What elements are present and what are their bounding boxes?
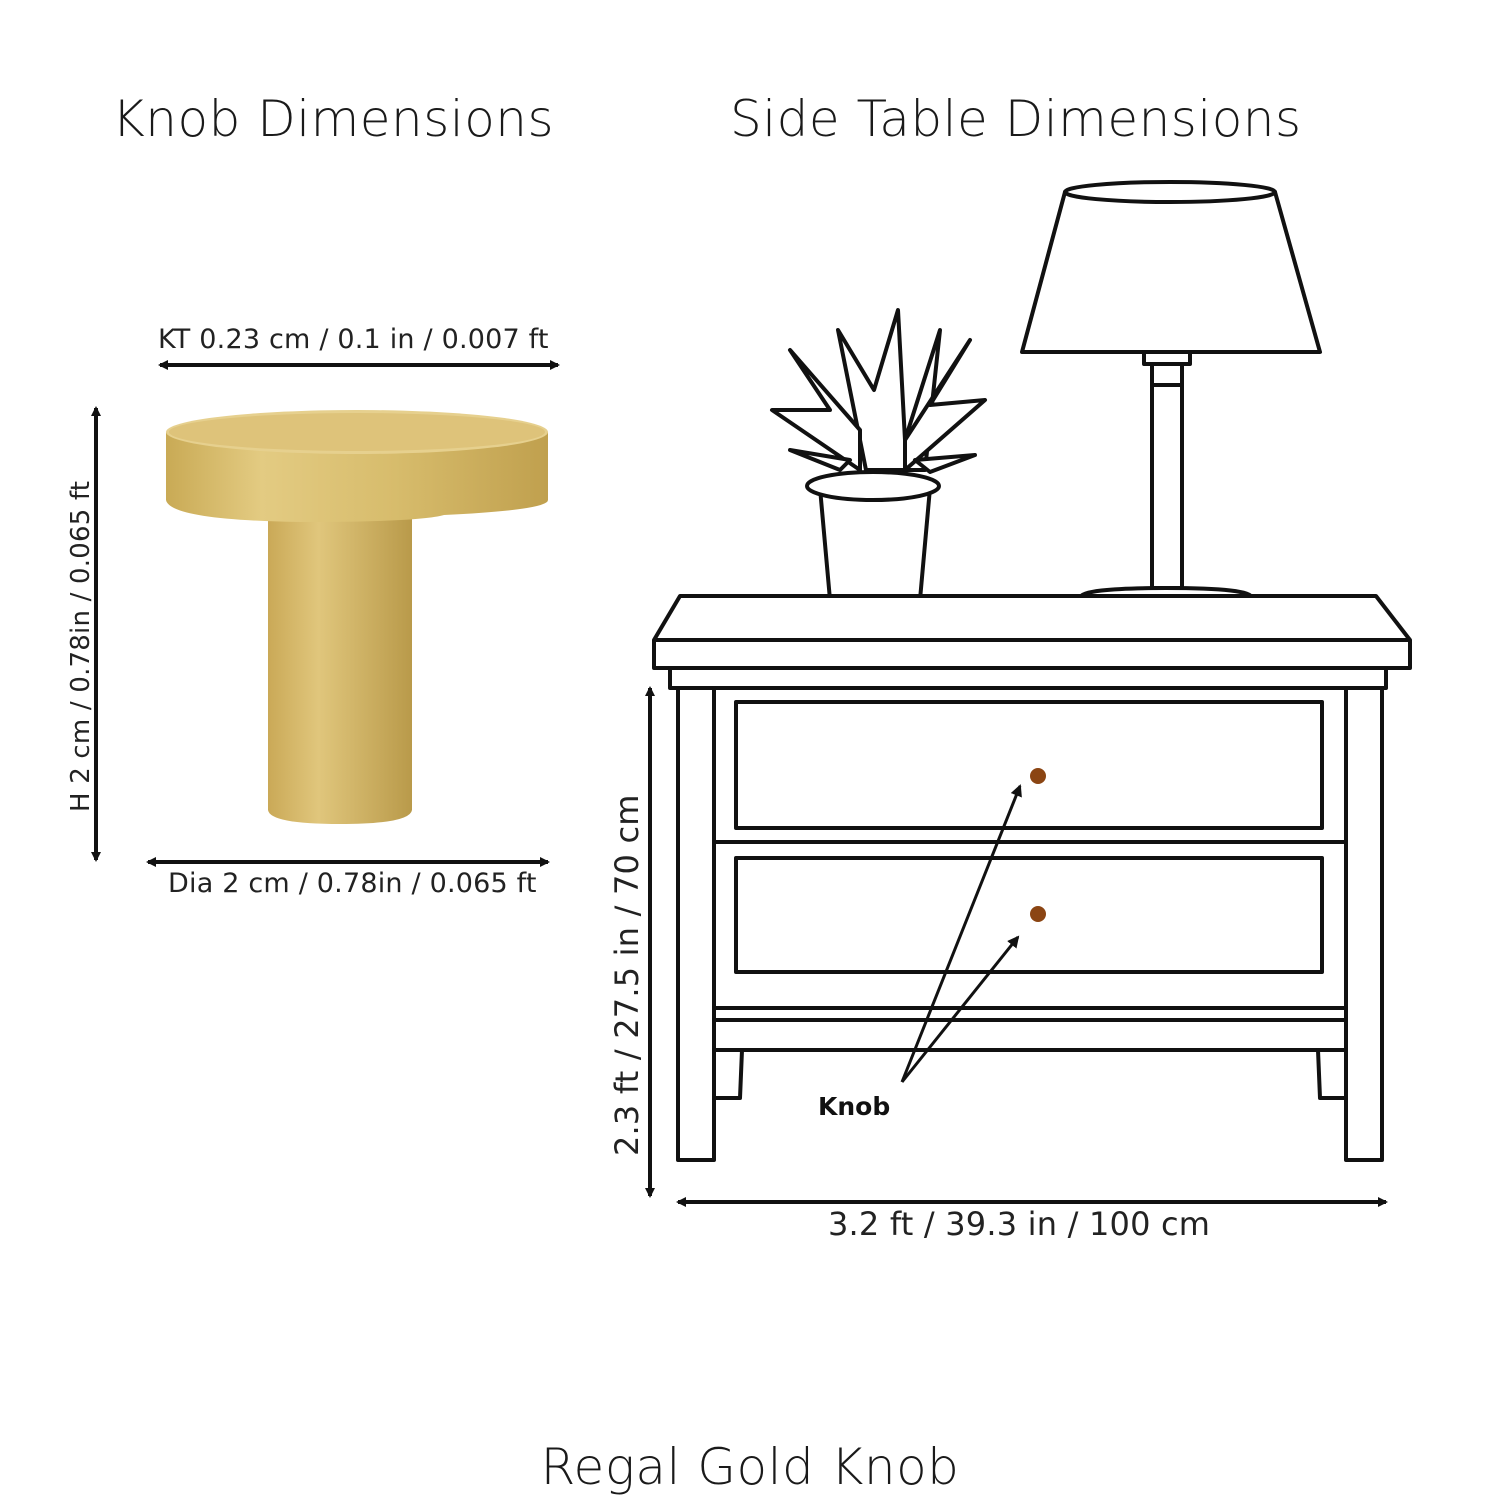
table-width-label: 3.2 ft / 39.3 in / 100 cm [828,1205,1211,1243]
callout-arrow-lower [900,935,1020,1083]
gold-knob-image [166,410,548,824]
knob-stem [268,505,412,824]
knob-callout-label: Knob [818,1092,891,1121]
lower-knob-dot [1030,906,1046,922]
product-title: Regal Gold Knob [540,1438,960,1496]
side-table-dimensions-title: Side Table Dimensions [730,90,1302,148]
callout-arrow-upper [900,784,1022,1083]
upper-drawer [734,700,1324,830]
lower-drawer [734,856,1324,974]
table-height-label: 2.3 ft / 27.5 in / 70 cm [608,794,646,1156]
knob-cap-side [166,432,548,522]
knob-height-label: H 2 cm / 0.78in / 0.065 ft [66,480,96,812]
side-table-drawing [652,180,1412,1162]
potted-plant-drawing [770,308,987,624]
knob-top-thickness-label: KT 0.23 cm / 0.1 in / 0.007 ft [158,324,549,355]
lamp-drawing [1020,180,1322,626]
upper-knob-dot [1030,768,1046,784]
knob-diameter-label: Dia 2 cm / 0.78in / 0.065 ft [168,868,537,899]
knob-dimensions-title: Knob Dimensions [112,90,555,148]
